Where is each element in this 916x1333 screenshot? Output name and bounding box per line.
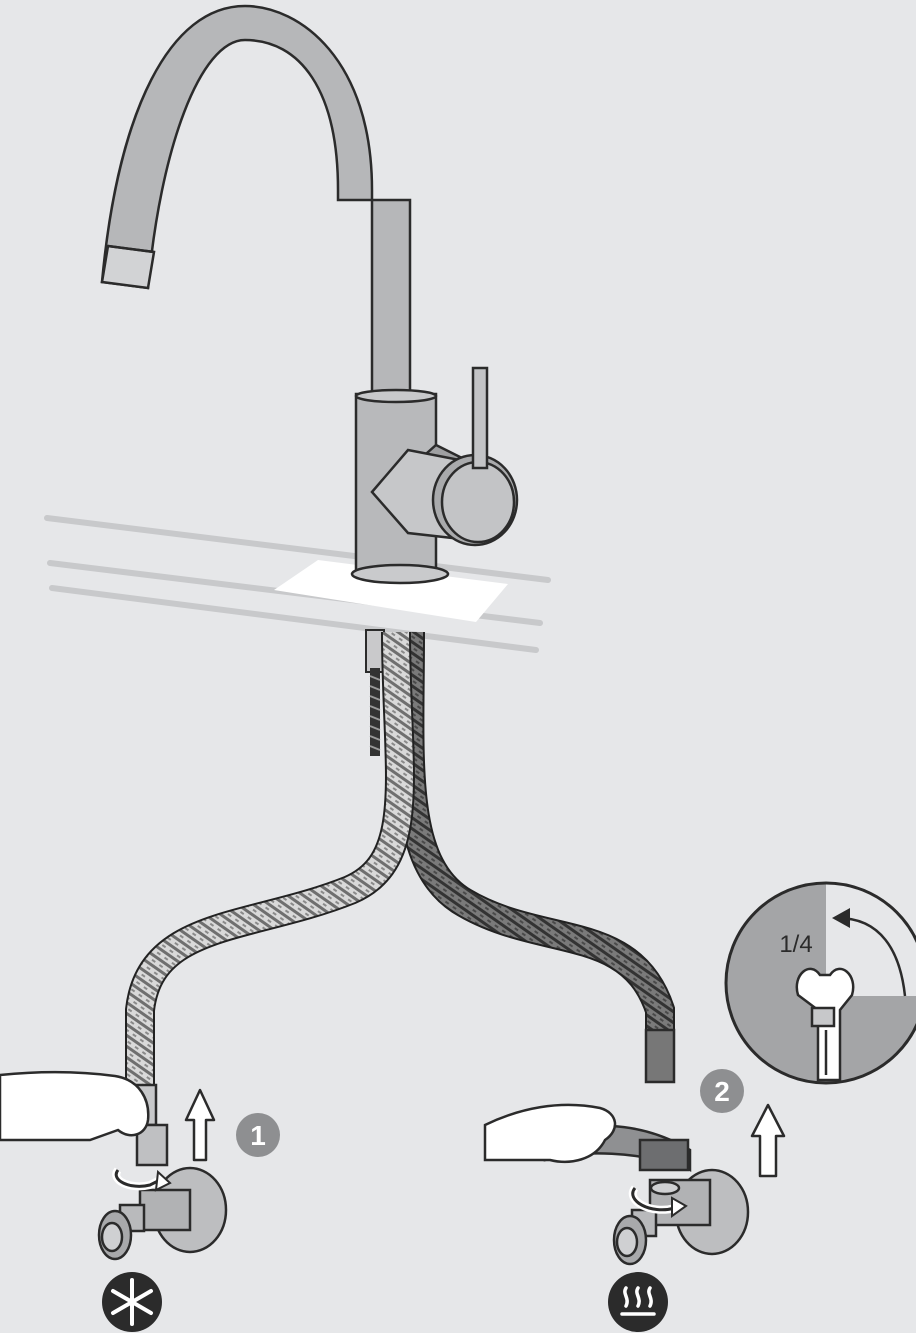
snowflake-icon <box>102 1272 162 1332</box>
up-arrow-icon <box>186 1090 214 1160</box>
quarter-turn-detail: 1/4 <box>726 880 916 1106</box>
up-arrow-icon <box>752 1105 784 1176</box>
step-number: 2 <box>714 1076 730 1107</box>
step-number: 1 <box>250 1120 266 1151</box>
step-badge-2: 2 <box>700 1069 744 1113</box>
rotation-label: 1/4 <box>779 931 812 958</box>
faucet <box>102 6 517 583</box>
rotate-arrow-icon <box>116 1170 170 1190</box>
heat-waves-icon <box>608 1272 668 1332</box>
left-hand <box>0 1072 148 1140</box>
step-badge-1: 1 <box>236 1113 280 1157</box>
cold-water-hose <box>140 632 400 1085</box>
right-hand <box>485 1105 615 1162</box>
hot-water-hose <box>409 632 660 1030</box>
